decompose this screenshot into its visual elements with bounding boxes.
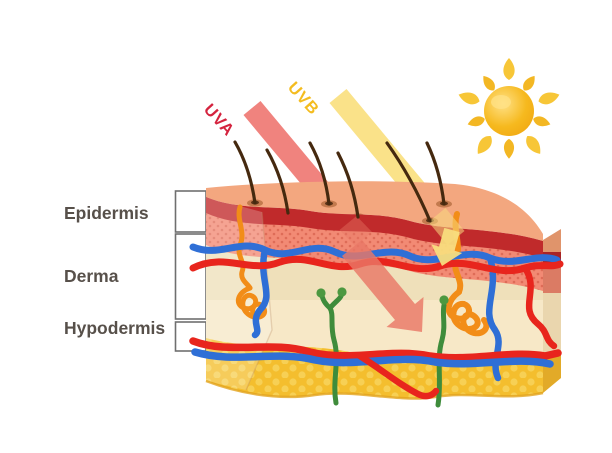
derma-label: Derma xyxy=(64,266,119,286)
uva-arrow xyxy=(342,240,424,332)
epidermis-label: Epidermis xyxy=(64,203,149,223)
sun-core xyxy=(484,86,534,136)
sweat-gland-coil-right xyxy=(445,289,490,337)
uva-beam-through-surface xyxy=(339,216,372,246)
epidermis-bracket xyxy=(174,190,207,233)
vessel-red-branch-right xyxy=(521,264,558,350)
hairs xyxy=(233,140,446,223)
hypodermis-label: Hypodermis xyxy=(64,318,165,338)
uva-ray-label: UVA xyxy=(200,101,238,140)
sun-icon xyxy=(458,58,560,159)
skin-right-face xyxy=(543,229,561,393)
hypodermis-bracket xyxy=(174,321,207,352)
vessel-blue-branch-left xyxy=(251,246,270,339)
layer-brackets xyxy=(174,190,207,352)
vessel-red-dip xyxy=(356,352,440,400)
nerve-bulbs xyxy=(316,287,449,305)
uvb-ray-label: UVB xyxy=(284,79,323,119)
uvb-arrow xyxy=(431,227,463,266)
blood-vessels-hypodermis xyxy=(189,337,562,400)
